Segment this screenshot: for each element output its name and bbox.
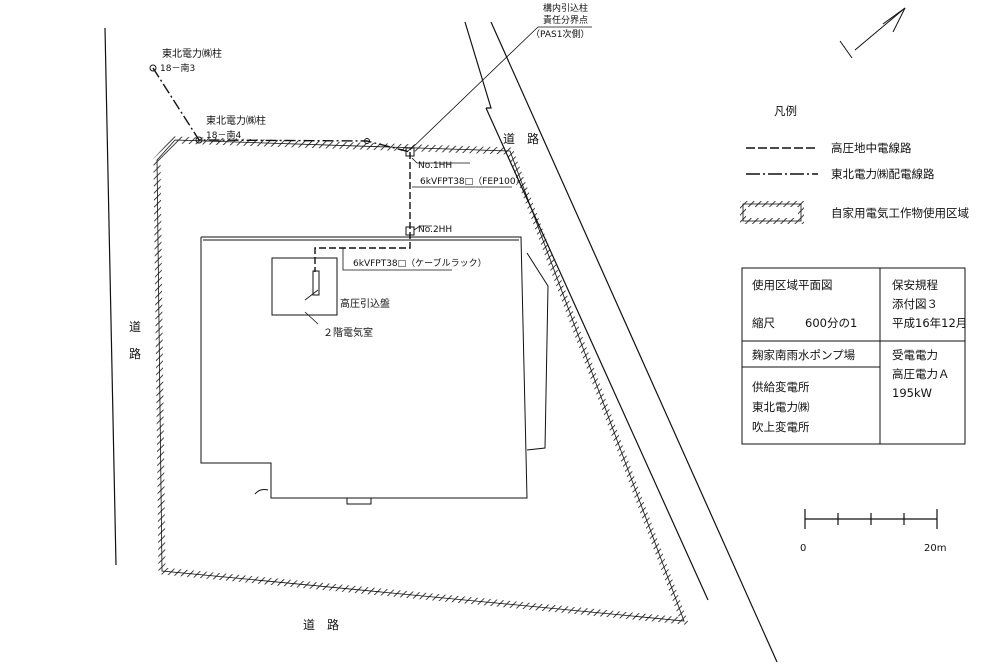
right-road-edge-outer (490, 21, 778, 663)
pole-1-number: 18－南3 (160, 62, 195, 74)
scale-bar (804, 509, 938, 529)
title-date: 平成16年12月 (892, 316, 967, 330)
electrical-room-label: ２階電気室 (323, 326, 373, 339)
legend-area-label: 自家用電気工作物使用区域 (831, 206, 969, 220)
cable-1-label: 6kVFPT38□（FEP100） (420, 176, 525, 187)
pole-2-marker (195, 136, 203, 144)
legend-area-sample-outline (742, 203, 802, 222)
incoming-panel-symbol (312, 270, 320, 296)
scale-bar-start: 0 (800, 543, 806, 554)
site-boundary (153, 136, 690, 626)
underground-line (314, 152, 411, 272)
road-label-bottom: 道 路 (303, 617, 339, 632)
title-substation-label: 供給変電所 (752, 380, 810, 394)
title-received-power-type: 高圧電力Ａ (892, 367, 950, 381)
scale-bar-end: 20m (924, 543, 946, 554)
title-scale-label: 縮尺 (752, 316, 775, 330)
building-outline (200, 236, 549, 505)
left-road-edge (104, 27, 117, 566)
title-facility: 麹家南雨水ポンプ場 (752, 348, 856, 362)
legend-distribution-label: 東北電力㈱配電線路 (831, 167, 935, 181)
title-received-power-value: 195kW (892, 386, 932, 400)
hh2-marker (405, 226, 415, 236)
pole-2-number: 18－南4 (206, 129, 241, 141)
demarcation-line-2: 責任分界点 (543, 14, 588, 26)
hh2-label: No.2HH (418, 225, 452, 235)
title-substation-company: 東北電力㈱ (752, 400, 810, 414)
hh1-marker (405, 147, 415, 157)
legend-underground-label: 高圧地中電線路 (831, 141, 912, 155)
road-label-left-2: 路 (129, 346, 141, 361)
pole-2-name: 東北電力㈱柱 (206, 114, 266, 127)
title-attachment: 添付図３ (892, 297, 938, 311)
title-received-power-label: 受電電力 (892, 348, 938, 362)
top-corner-edge (464, 21, 492, 109)
road-label-left-1: 道 (129, 320, 141, 334)
north-arrow (839, 7, 906, 59)
title-block (741, 267, 966, 445)
pole-1-name: 東北電力㈱柱 (162, 47, 222, 60)
road-label-top: 道 路 (503, 131, 539, 146)
cable-2-label: 6kVFPT38□（ケーブルラック） (353, 257, 487, 269)
incoming-panel-label: 高圧引込盤 (340, 297, 390, 310)
electrical-room-outline (271, 257, 338, 316)
legend-title: 凡例 (774, 104, 797, 118)
legend-area-sample (740, 201, 804, 224)
hh1-label: No.1HH (418, 161, 452, 171)
title-drawing-name: 使用区域平面図 (752, 278, 833, 292)
leader-lines (304, 26, 592, 325)
pole-1-marker (149, 64, 157, 72)
demarcation-line-3: （PAS1次側） (531, 28, 589, 40)
demarcation-line-1: 構内引込柱 (543, 2, 588, 14)
distribution-line (152, 67, 411, 153)
title-substation-name: 吹上変電所 (752, 420, 810, 434)
title-regulation: 保安規程 (892, 278, 938, 292)
lead-in-pole-marker (364, 138, 370, 144)
title-scale-value: 600分の1 (805, 316, 857, 330)
